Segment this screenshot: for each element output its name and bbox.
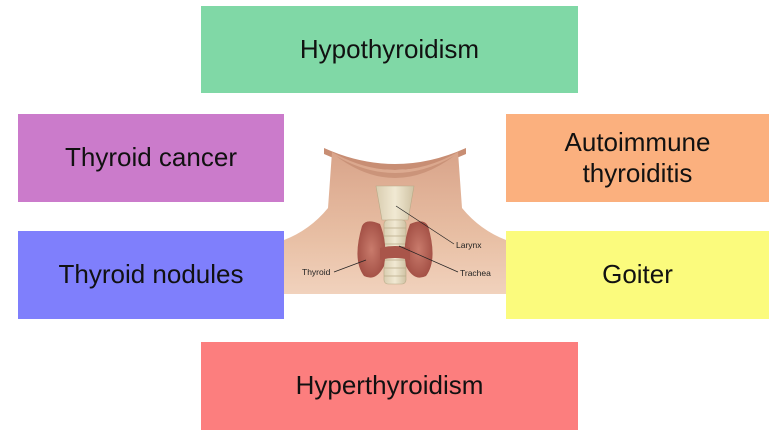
goiter-box: Goiter — [506, 231, 769, 319]
thyroid-label: Thyroid — [302, 267, 331, 277]
larynx-shape — [376, 186, 414, 220]
thyroid-anatomy-illustration: Larynx Trachea Thyroid — [284, 148, 506, 294]
goiter-label: Goiter — [602, 259, 673, 290]
autoimmune-thyroiditis-box: Autoimmune thyroiditis — [506, 114, 769, 202]
thyroid-cancer-box: Thyroid cancer — [18, 114, 284, 202]
thyroid-nodules-box: Thyroid nodules — [18, 231, 284, 319]
autoimmune-thyroiditis-label-line2: thyroiditis — [565, 158, 711, 189]
hypothyroidism-box: Hypothyroidism — [201, 6, 578, 93]
thyroid-cancer-label: Thyroid cancer — [65, 142, 237, 173]
autoimmune-thyroiditis-label-line1: Autoimmune — [565, 127, 711, 158]
trachea-label: Trachea — [460, 268, 491, 278]
hyperthyroidism-label: Hyperthyroidism — [296, 370, 484, 401]
hypothyroidism-label: Hypothyroidism — [300, 34, 479, 65]
thyroid-nodules-label: Thyroid nodules — [59, 259, 244, 290]
hyperthyroidism-box: Hyperthyroidism — [201, 342, 578, 430]
larynx-label: Larynx — [456, 240, 482, 250]
thyroid-isthmus — [380, 246, 410, 260]
